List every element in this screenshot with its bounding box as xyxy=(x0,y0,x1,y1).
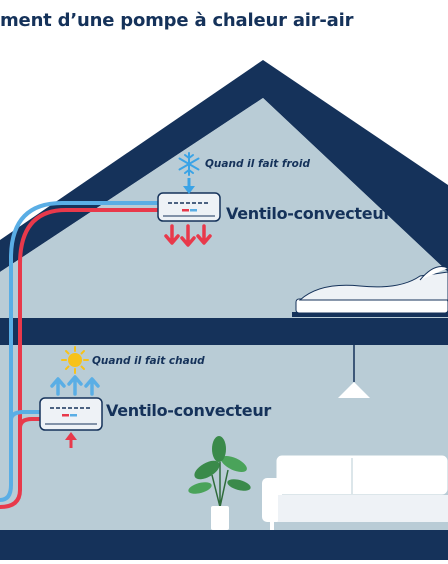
arrow-down-icon xyxy=(183,178,195,194)
arrow-up-icon xyxy=(65,432,77,448)
upper-fan-coil-unit xyxy=(157,192,221,222)
sofa xyxy=(262,454,448,530)
bed xyxy=(292,266,448,317)
cold-pipe-lower xyxy=(9,410,42,421)
roof xyxy=(0,60,448,272)
cool-air-arrows-up xyxy=(50,375,100,396)
middle-floor xyxy=(0,318,448,345)
ground-floor xyxy=(0,530,448,560)
sun-icon xyxy=(61,346,89,374)
snowflake-icon xyxy=(178,152,200,176)
plant xyxy=(188,436,251,530)
cold-condition-label: Quand il fait froid xyxy=(205,158,310,170)
warm-condition-label: Quand il fait chaud xyxy=(92,355,205,367)
attic-wall xyxy=(0,98,448,322)
hot-pipe-lower xyxy=(18,417,42,429)
hot-pipe-upper xyxy=(0,208,160,509)
cold-pipe-upper xyxy=(0,201,160,502)
lower-unit-label: Ventilo-convecteur xyxy=(106,401,272,420)
diagram-title: ment d’une pompe à chaleur air-air xyxy=(0,10,354,31)
pendant-lamp xyxy=(338,345,370,398)
warm-air-arrows-down xyxy=(164,224,212,247)
upper-unit-label: Ventilo-convecteur xyxy=(226,204,392,223)
lower-fan-coil-unit xyxy=(39,397,103,431)
